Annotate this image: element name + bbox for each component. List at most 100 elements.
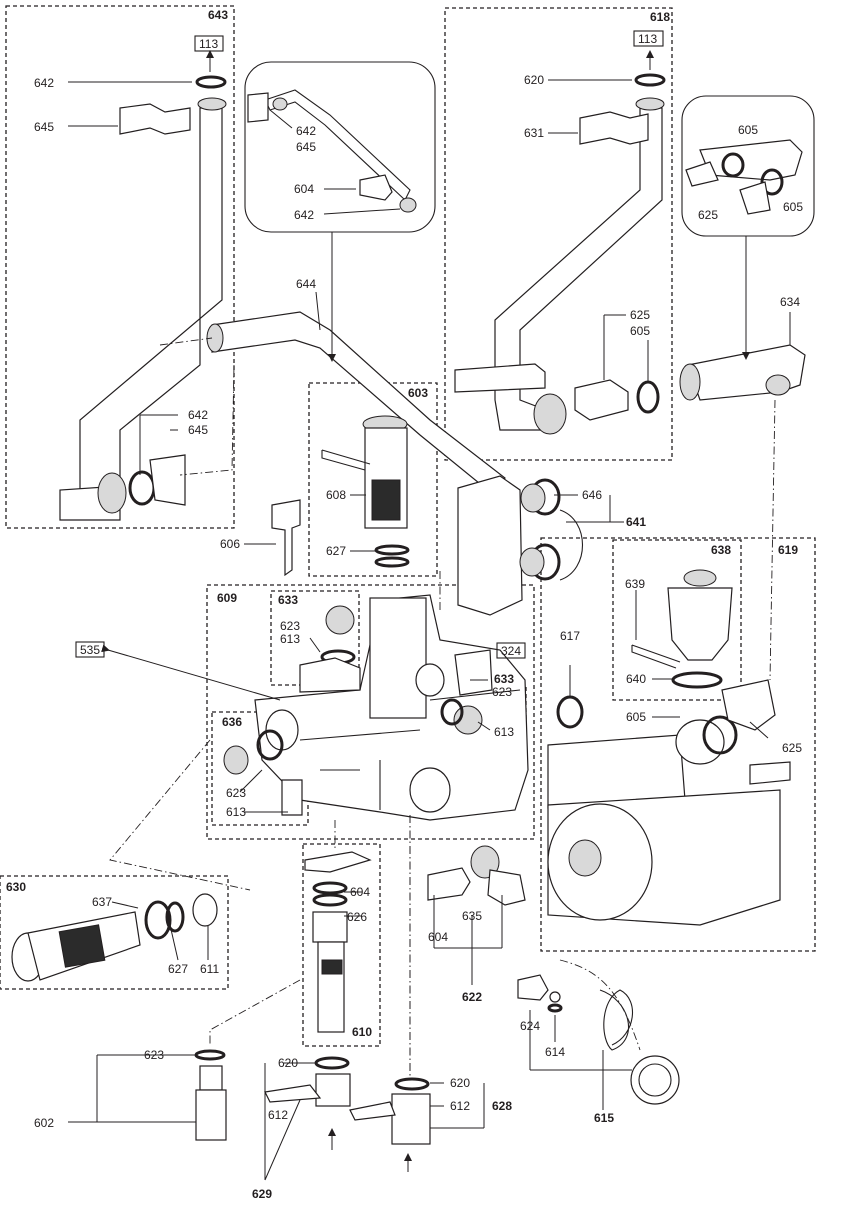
label-629: 629 (252, 1187, 272, 1201)
group-box-638 (612, 539, 742, 701)
pump-619-drawing (547, 679, 791, 926)
leader-lines (68, 50, 791, 1181)
label-623-d: 623 (144, 1048, 164, 1062)
valve-602-drawing (194, 1049, 227, 1141)
label-640: 640 (626, 672, 646, 686)
label-620-b: 620 (278, 1056, 298, 1070)
label-625-b: 625 (698, 208, 718, 222)
label-613-a: 613 (280, 632, 300, 646)
label-642-d: 642 (188, 408, 208, 422)
cartridge-603-drawing (321, 415, 410, 568)
label-611: 611 (200, 962, 219, 976)
gauge-615-drawing (517, 974, 680, 1105)
label-610: 610 (352, 1025, 372, 1039)
label-635: 635 (462, 909, 482, 923)
label-113-left: 113 (199, 37, 218, 51)
label-620-c: 620 (450, 1076, 470, 1090)
head-641-drawing (457, 475, 583, 616)
flow-lines (109, 337, 776, 1051)
label-605-d: 605 (626, 710, 646, 724)
label-636: 636 (222, 715, 242, 729)
fittings-628-629-drawing (264, 1056, 431, 1172)
label-623-b: 623 (492, 685, 512, 699)
ref-box-535 (75, 641, 105, 658)
tap-610-drawing (304, 851, 372, 1033)
label-612-b: 612 (450, 1099, 470, 1113)
ref-box-324 (496, 642, 526, 659)
label-605-c: 605 (783, 200, 803, 214)
label-633-a: 633 (278, 593, 298, 607)
label-535: 535 (80, 643, 100, 657)
block-609-drawing (223, 594, 529, 821)
label-625-a: 625 (630, 308, 650, 322)
label-622: 622 (462, 990, 482, 1004)
label-638: 638 (711, 543, 731, 557)
label-628: 628 (492, 1099, 512, 1113)
label-612-a: 612 (268, 1108, 288, 1122)
label-619: 619 (778, 543, 798, 557)
ref-box-113-right (633, 30, 664, 47)
label-604-b: 604 (350, 885, 370, 899)
ref-box-113-left (194, 35, 224, 52)
label-624: 624 (520, 1019, 540, 1033)
label-645-a: 645 (34, 120, 54, 134)
callout-labels: 643 113 642 645 642 645 604 642 644 642 … (6, 8, 803, 1201)
label-614: 614 (545, 1045, 565, 1059)
label-642-b: 642 (296, 124, 316, 138)
label-643: 643 (208, 8, 228, 22)
label-626: 626 (347, 910, 367, 924)
group-box-643 (5, 5, 235, 529)
vessel-638-drawing (631, 569, 733, 689)
label-613-c: 613 (226, 805, 246, 819)
label-618: 618 (650, 10, 670, 24)
label-604-c: 604 (428, 930, 448, 944)
label-613-b: 613 (494, 725, 514, 739)
label-627-b: 627 (168, 962, 188, 976)
label-644: 644 (296, 277, 316, 291)
label-608: 608 (326, 488, 346, 502)
label-627-a: 627 (326, 544, 346, 558)
label-623-a: 623 (280, 619, 300, 633)
pipe-634-drawing (679, 139, 806, 401)
label-623-c: 623 (226, 786, 246, 800)
label-615: 615 (594, 1111, 614, 1125)
pipe-618-drawing (454, 73, 666, 435)
group-box-618 (444, 7, 673, 461)
label-602: 602 (34, 1116, 54, 1130)
detail-balloon-pipe-634 (681, 95, 815, 237)
label-603: 603 (408, 386, 428, 400)
pipe-643-drawing (59, 75, 227, 521)
label-605-a: 605 (630, 324, 650, 338)
label-324: 324 (501, 644, 521, 658)
pipe-644-drawing (206, 89, 506, 493)
cartridge-630-drawing (11, 893, 218, 982)
label-604-a: 604 (294, 182, 314, 196)
label-631: 631 (524, 126, 544, 140)
label-113-right: 113 (638, 32, 657, 46)
label-642-c: 642 (294, 208, 314, 222)
group-box-630 (0, 875, 229, 990)
label-620-a: 620 (524, 73, 544, 87)
clip-606-drawing (271, 499, 301, 577)
group-box-619 (540, 537, 816, 952)
label-642-a: 642 (34, 76, 54, 90)
label-617: 617 (560, 629, 580, 643)
label-609: 609 (217, 591, 237, 605)
group-box-609 (206, 584, 535, 840)
label-633-b: 633 (494, 672, 514, 686)
label-630: 630 (6, 880, 26, 894)
detail-balloon-pipe-644 (244, 61, 436, 233)
label-646: 646 (582, 488, 602, 502)
fitting-622-drawing (427, 845, 526, 906)
label-645-b: 645 (296, 140, 316, 154)
label-605-b: 605 (738, 123, 758, 137)
label-641: 641 (626, 515, 646, 529)
label-634: 634 (780, 295, 800, 309)
label-625-c: 625 (782, 741, 802, 755)
label-645-d: 645 (188, 423, 208, 437)
label-606: 606 (220, 537, 240, 551)
label-639: 639 (625, 577, 645, 591)
label-637: 637 (92, 895, 112, 909)
group-box-610 (302, 843, 381, 1047)
